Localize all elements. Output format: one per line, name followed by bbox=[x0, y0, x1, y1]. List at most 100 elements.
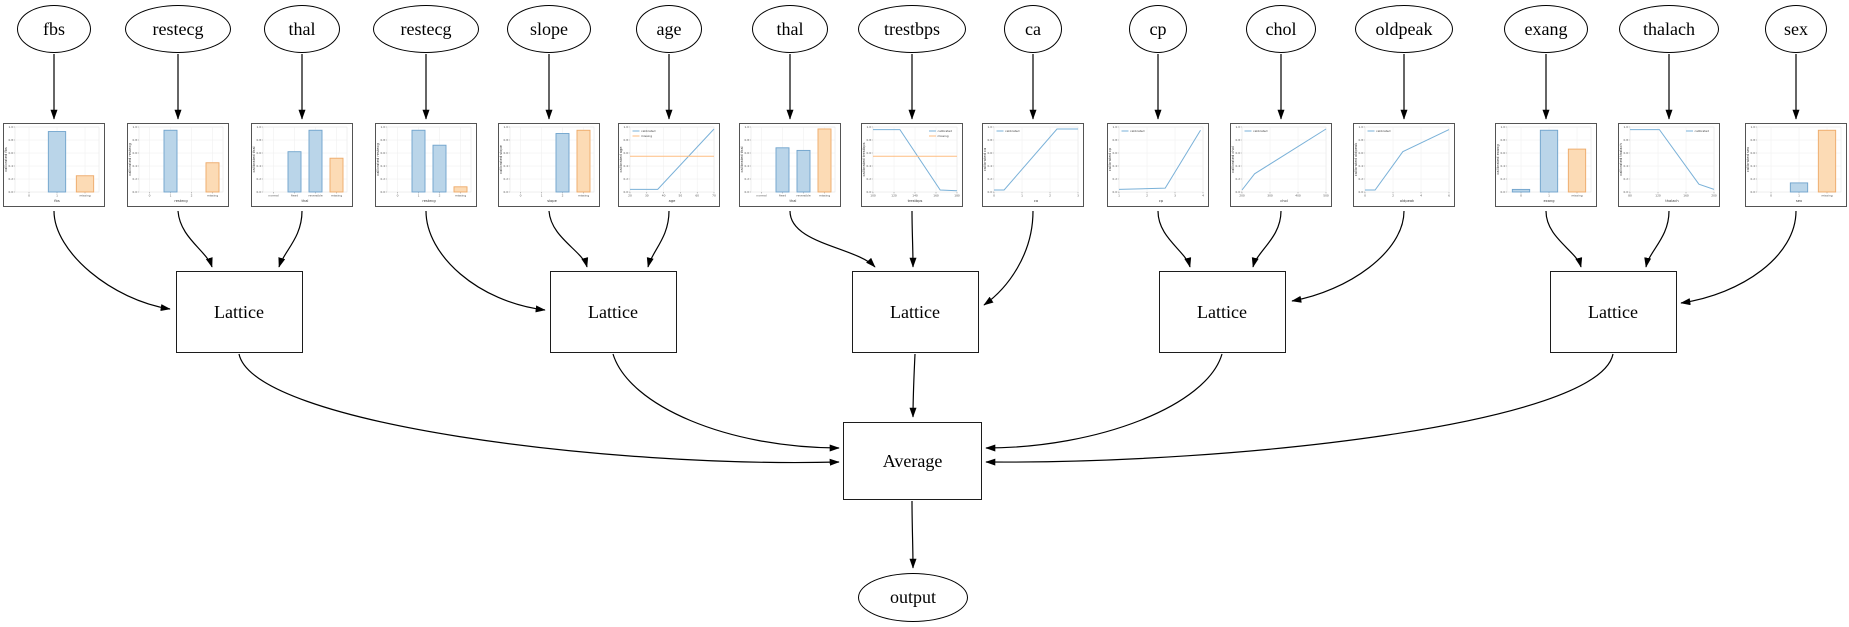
edge-chart-fbs-to-lattice bbox=[53, 210, 171, 312]
edge-chart-exang-to-lattice bbox=[1545, 210, 1583, 268]
edge-chart-thal-to-lattice bbox=[278, 210, 303, 268]
x-tick-label: missing bbox=[1821, 193, 1832, 197]
feature-label: exang bbox=[1524, 18, 1568, 39]
y-tick-label: 0.4 bbox=[867, 164, 872, 168]
feature-node-thal: thal bbox=[752, 5, 828, 53]
y-tick-label: 0.4 bbox=[504, 164, 509, 168]
y-axis-label: calibrated cp bbox=[1108, 147, 1112, 171]
plot-area bbox=[993, 126, 1079, 193]
x-axis-label: cp bbox=[1159, 199, 1164, 203]
legend-label: calibrated bbox=[1130, 129, 1145, 133]
edge-chart-cp-to-lattice bbox=[1157, 210, 1192, 268]
edge-chart-slope-to-lattice bbox=[548, 210, 589, 268]
bar-blue bbox=[47, 131, 67, 193]
y-axis-label: calibrated trestbps bbox=[862, 142, 866, 176]
feature-label: restecg bbox=[400, 18, 452, 39]
lattice-node-3: Lattice bbox=[851, 271, 979, 353]
y-tick-label: 0.0 bbox=[1236, 190, 1241, 194]
y-tick-label: 0.6 bbox=[1501, 151, 1506, 155]
feature-node-age: age bbox=[636, 5, 702, 53]
x-tick-label: 0 bbox=[1520, 193, 1522, 197]
x-tick-label: 0 bbox=[1364, 193, 1366, 197]
edge-lattice-4-to-average bbox=[985, 353, 1223, 452]
average-label: Average bbox=[882, 450, 943, 471]
x-tick-label: 0 bbox=[520, 193, 522, 197]
y-tick-label: 0.2 bbox=[381, 177, 386, 181]
y-tick-label: 0.6 bbox=[504, 151, 509, 155]
y-tick-label: 0.8 bbox=[1501, 138, 1506, 142]
x-tick-label: 100 bbox=[870, 193, 876, 197]
legend-label: calibrated bbox=[1253, 129, 1268, 133]
legend-label: calibrated bbox=[1695, 129, 1710, 133]
y-tick-label: 0.4 bbox=[133, 164, 138, 168]
series-line-calibrated bbox=[1630, 129, 1715, 190]
x-tick-label: 1 bbox=[1118, 193, 1120, 197]
x-tick-label: 2 bbox=[439, 193, 441, 197]
y-tick-label: 0.8 bbox=[624, 138, 629, 142]
y-tick-label: 0.2 bbox=[9, 177, 14, 181]
y-tick-label: 0.2 bbox=[1751, 177, 1756, 181]
x-axis-label: age bbox=[669, 199, 676, 203]
x-tick-label: 300 bbox=[1267, 193, 1273, 197]
y-tick-label: 0.8 bbox=[1624, 138, 1629, 142]
y-axis-label: calibrated chol bbox=[1231, 146, 1235, 173]
x-tick-label: 1 bbox=[56, 193, 58, 197]
y-tick-label: 0.6 bbox=[867, 151, 872, 155]
plot-area bbox=[1364, 126, 1450, 193]
y-tick-label: 0.0 bbox=[1624, 190, 1629, 194]
x-tick-label: missing bbox=[331, 193, 342, 197]
edge-chart-oldpeak-to-lattice bbox=[1291, 210, 1405, 303]
y-axis-label: calibrated restecg bbox=[376, 143, 380, 176]
legend-label: missing bbox=[641, 134, 652, 138]
x-tick-label: 2 bbox=[1146, 193, 1148, 197]
y-tick-label: 0.0 bbox=[9, 190, 14, 194]
y-tick-label: 0.2 bbox=[1113, 177, 1118, 181]
x-tick-label: 140 bbox=[912, 193, 918, 197]
edge-lattice-3-to-average bbox=[909, 353, 917, 418]
plot-area bbox=[1629, 126, 1715, 193]
y-axis-label: calibrated oldpeak bbox=[1354, 142, 1358, 176]
legend-label: calibrated bbox=[938, 129, 953, 133]
y-tick-label: 1.0 bbox=[257, 125, 262, 129]
feature-node-oldpeak: oldpeak bbox=[1355, 5, 1453, 53]
bar-orange bbox=[576, 129, 591, 193]
y-tick-label: 0.0 bbox=[257, 190, 262, 194]
y-tick-label: 0.8 bbox=[133, 138, 138, 142]
y-tick-label: 0.4 bbox=[381, 164, 386, 168]
bar-orange bbox=[75, 175, 95, 193]
y-tick-label: 0.0 bbox=[1501, 190, 1506, 194]
x-tick-label: 1 bbox=[418, 193, 420, 197]
x-tick-label: 0 bbox=[1770, 193, 1772, 197]
y-tick-label: 0.8 bbox=[257, 138, 262, 142]
x-tick-label: missing bbox=[207, 193, 218, 197]
y-tick-label: 0.0 bbox=[1113, 190, 1118, 194]
edge-chart-ca-to-lattice bbox=[983, 210, 1034, 306]
y-tick-label: 0.6 bbox=[988, 151, 993, 155]
y-tick-label: 1.0 bbox=[133, 125, 138, 129]
y-tick-label: 0.2 bbox=[1624, 177, 1629, 181]
edge-chart-thal-to-lattice bbox=[789, 210, 876, 268]
feature-label: cp bbox=[1149, 18, 1167, 39]
x-tick-label: missing bbox=[1571, 193, 1582, 197]
y-axis-label: calibrated thal bbox=[740, 146, 744, 172]
y-tick-label: 1.0 bbox=[381, 125, 386, 129]
feature-node-trestbps: trestbps bbox=[858, 5, 966, 53]
feature-label: thal bbox=[288, 18, 316, 39]
plot-area bbox=[1118, 126, 1204, 193]
y-axis-label: calibrated thalach bbox=[1619, 143, 1623, 176]
y-tick-label: 0.8 bbox=[1236, 138, 1241, 142]
plot-area bbox=[629, 126, 715, 193]
x-axis-label: restecg bbox=[422, 199, 435, 203]
y-tick-label: 0.6 bbox=[1113, 151, 1118, 155]
y-axis-label: calibrated sex bbox=[1746, 146, 1750, 172]
bar-orange bbox=[329, 157, 344, 193]
y-tick-label: 0.2 bbox=[1501, 177, 1506, 181]
